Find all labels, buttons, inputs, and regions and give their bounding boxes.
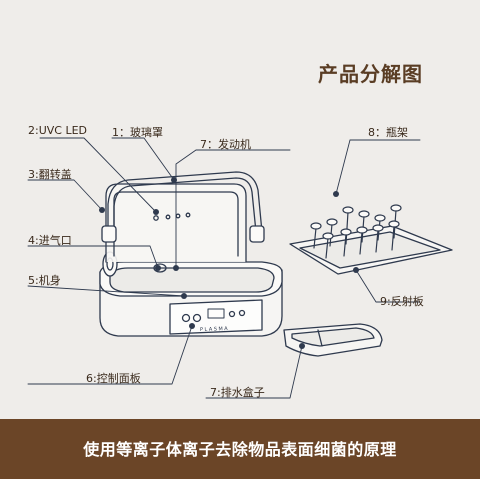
- label-air-inlet: 4:进气口: [28, 234, 72, 247]
- panel-button-2: [192, 313, 202, 323]
- leader-lines: [27, 137, 421, 399]
- footer-banner: 使用等离子体离子去除物品表面细菌的原理: [0, 419, 480, 479]
- uvc-led-2: [165, 214, 171, 220]
- footer-caption: 使用等离子体离子去除物品表面细菌的原理: [83, 440, 397, 459]
- panel-brand-text: PLASMA: [200, 326, 229, 333]
- label-uvc-led: 2:UVC LED: [28, 124, 88, 137]
- lid-handle: [107, 171, 263, 233]
- label-control-panel: 6:控制面板: [86, 372, 141, 385]
- label-reflector: 9:反射板: [380, 295, 424, 308]
- bottle-rack: [310, 204, 402, 259]
- panel-button-4: [238, 309, 246, 317]
- panel-display: [207, 308, 225, 319]
- panel-button-3: [228, 310, 236, 318]
- label-glass-cover: 1：玻璃罩: [112, 126, 163, 139]
- device-body-inner: [109, 267, 275, 293]
- label-body: 5:机身: [28, 274, 61, 287]
- label-flip-lid: 3:翻转盖: [28, 168, 72, 181]
- panel-button-1: [181, 313, 191, 323]
- label-motor: 7：发动机: [200, 138, 251, 151]
- air-inlet: [153, 263, 167, 273]
- label-drain-box: 7:排水盒子: [210, 386, 265, 399]
- page-title: 产品分解图: [318, 62, 423, 86]
- leader-dots: [99, 177, 359, 349]
- label-bottle-rack: 8：瓶架: [368, 126, 408, 139]
- uvc-led-4: [185, 212, 191, 218]
- uvc-led-1: [153, 215, 159, 221]
